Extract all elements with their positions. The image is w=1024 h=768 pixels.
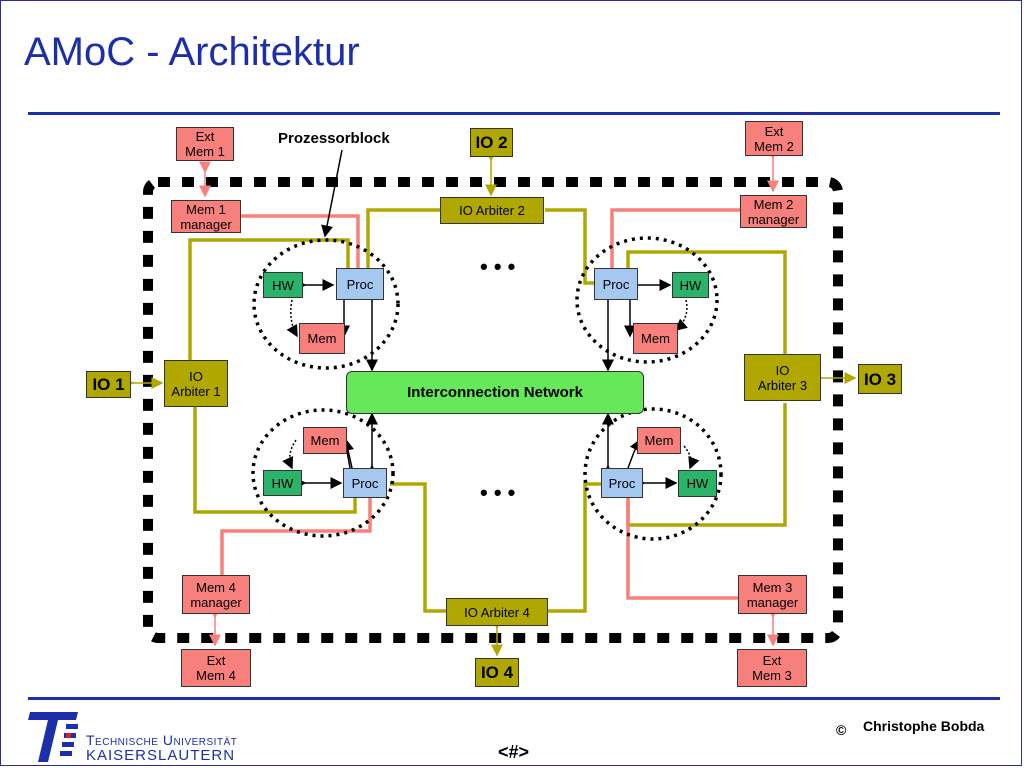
hw-block-br: HW [678,470,717,497]
ellipsis-bottom: • • • [480,480,516,505]
mem-block-tl: Mem [299,323,345,354]
university-name: Technische Universität Kaiserslautern [86,732,238,764]
slide-title: AMoC - Architektur [24,30,360,74]
title-rule [28,112,1000,115]
proc-block-tr: Proc [594,268,638,300]
proc-block-bl: Proc [343,468,387,498]
mem-block-br: Mem [637,427,681,454]
footer-rule [28,697,1000,700]
io-3: IO 3 [858,364,902,394]
io-4: IO 4 [475,658,519,687]
hw-block-tl: HW [263,272,303,298]
hw-block-bl: HW [263,470,302,496]
mem-block-tr: Mem [633,323,678,354]
io-arbiter-4: IO Arbiter 4 [446,598,548,626]
copyright-symbol: © [836,722,847,738]
io-2: IO 2 [470,128,513,157]
proc-block-br: Proc [601,468,643,498]
ellipsis-top: • • • [480,254,516,279]
proc-block-tl: Proc [336,268,384,300]
mem-block-bl: Mem [303,427,347,454]
interconnection-network: Interconnection Network [346,371,644,414]
hw-block-tr: HW [672,272,709,298]
io-1: IO 1 [86,371,131,398]
prozessorblock-label: Prozessorblock [278,130,390,147]
io-arbiter-2: IO Arbiter 2 [440,197,544,224]
slide-number: <#> [498,742,530,762]
footer-author: Christophe Bobda [863,718,985,734]
